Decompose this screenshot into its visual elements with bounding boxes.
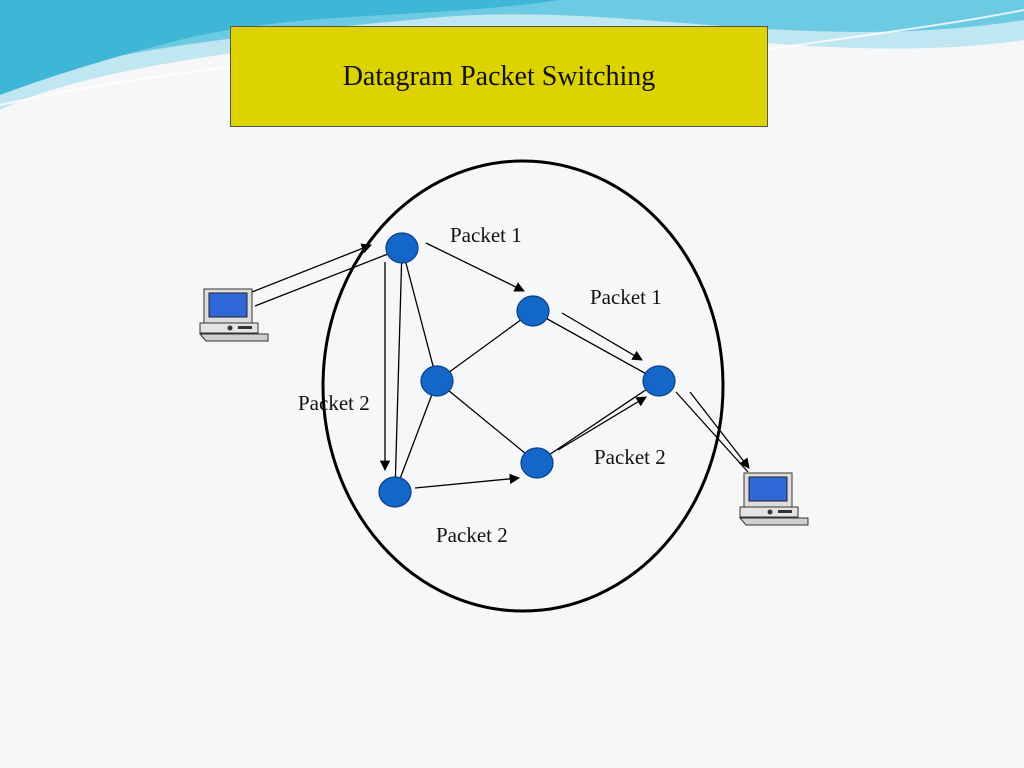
label-packet-1-right: Packet 1: [590, 285, 662, 309]
slide-title: Datagram Packet Switching: [342, 60, 656, 92]
source-link: [254, 253, 389, 307]
network-links: [394, 247, 660, 493]
label-packet-2-bottom: Packet 2: [436, 523, 508, 547]
packet-arrows: [251, 242, 750, 489]
router-node-lower-right: [520, 447, 554, 479]
label-packet-1-top: Packet 1: [450, 223, 522, 247]
label-packet-2-right: Packet 2: [594, 445, 666, 469]
desktop-computer-icon: [738, 472, 809, 526]
router-node-upper-right: [516, 295, 550, 327]
router-node-center: [420, 365, 454, 397]
router-node-exit: [642, 365, 676, 397]
title-box: Datagram Packet Switching: [230, 26, 768, 127]
destination-link: [675, 391, 749, 473]
network-boundary: [321, 159, 725, 613]
router-node-bottom-left: [378, 476, 412, 508]
desktop-computer-icon: [198, 288, 269, 342]
router-node-top: [385, 232, 419, 264]
routers: [378, 232, 676, 508]
label-packet-2-left: Packet 2: [298, 391, 370, 415]
